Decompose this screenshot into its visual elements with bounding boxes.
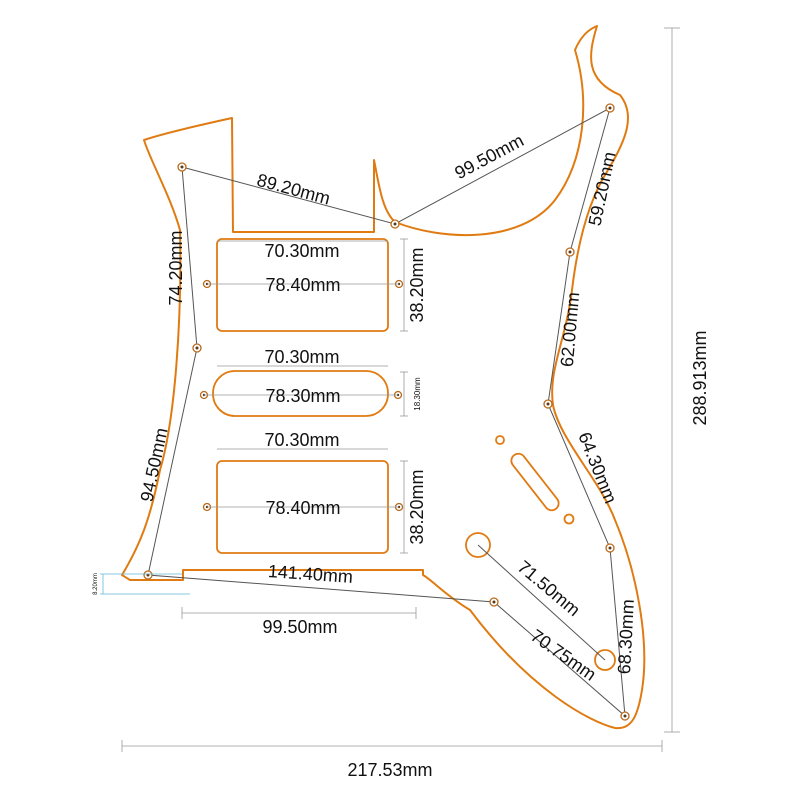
knob-hole-1 xyxy=(465,532,491,558)
knob-span-line xyxy=(477,544,606,661)
edge-offset-marker xyxy=(100,573,190,595)
label-neck-screws: 78.40mm xyxy=(265,275,340,295)
label-top-left-span: 89.20mm xyxy=(255,170,333,209)
screw-holes xyxy=(143,103,630,721)
label-edge-offset: 8.20mm xyxy=(93,573,99,595)
label-top-right-span: 99.50mm xyxy=(451,130,527,183)
label-middle-screws: 78.30mm xyxy=(265,386,340,406)
label-knob-span: 71.50mm xyxy=(514,557,584,621)
label-bridge-width: 70.30mm xyxy=(264,430,339,450)
screw-hole xyxy=(543,399,553,409)
screw-hole xyxy=(565,247,575,257)
screw-path-lines xyxy=(147,107,626,718)
overall-width-dimension xyxy=(121,740,663,752)
label-overall-width: 217.53mm xyxy=(347,760,432,780)
screw-hole xyxy=(177,162,187,172)
small-hole-1 xyxy=(495,435,505,445)
screw-hole xyxy=(489,597,499,607)
label-bridge-height: 38.20mm xyxy=(407,469,427,544)
label-right-mid: 62.00mm xyxy=(557,291,583,368)
label-neck-height: 38.20mm xyxy=(407,247,427,322)
label-right-bottom: 68.30mm xyxy=(614,599,638,675)
small-hole-2 xyxy=(563,513,575,525)
overall-height-dimension xyxy=(664,27,680,733)
pickguard-outline xyxy=(121,25,646,730)
label-bottom-diag: 70.75mm xyxy=(527,625,600,684)
middle-pickup-cavity xyxy=(212,370,389,417)
neck-pickup-cavity xyxy=(216,238,389,332)
label-overall-height: 288.913mm xyxy=(690,330,710,425)
pickup-dimension-lines xyxy=(181,238,417,619)
label-left-upper: 74.20mm xyxy=(166,230,186,305)
switch-slot xyxy=(510,452,560,512)
label-bottom-long: 141.40mm xyxy=(267,561,353,587)
label-neck-width: 70.30mm xyxy=(264,241,339,261)
screw-hole xyxy=(390,219,400,229)
screw-hole xyxy=(192,343,202,353)
screw-hole xyxy=(605,103,615,113)
label-right-upper: 59.20mm xyxy=(585,150,620,228)
screw-hole xyxy=(605,543,615,553)
label-bottom-span: 99.50mm xyxy=(262,617,337,637)
label-right-lower: 64.30mm xyxy=(574,429,621,506)
screw-hole xyxy=(620,711,630,721)
label-middle-width: 70.30mm xyxy=(264,347,339,367)
screw-hole xyxy=(143,570,153,580)
label-middle-height: 18.30mm xyxy=(413,377,422,411)
label-bridge-screws: 78.40mm xyxy=(265,498,340,518)
knob-hole-2 xyxy=(594,649,616,671)
